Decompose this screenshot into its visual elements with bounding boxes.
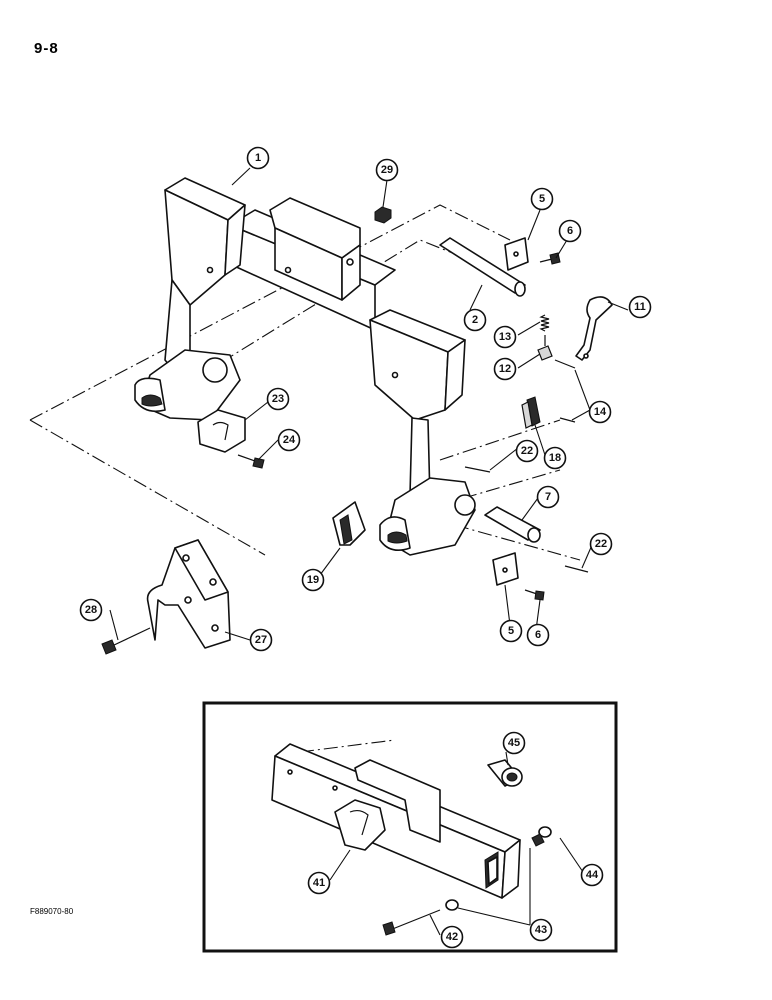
callout-12: 12 [493,357,517,381]
callout-27: 27 [249,628,273,652]
svg-text:12: 12 [499,363,511,375]
svg-text:11: 11 [634,301,646,313]
callout-45: 45 [502,731,526,755]
callout-22-lower: 22 [589,532,613,556]
inset-detail [202,701,618,953]
latch-18 [521,396,541,429]
leader-lines [109,167,629,936]
callout-41: 41 [307,871,331,895]
svg-text:5: 5 [508,625,514,637]
svg-text:5: 5 [539,193,545,205]
quick-hitch-frame [134,177,476,556]
callout-42: 42 [440,925,464,949]
svg-text:44: 44 [586,869,599,881]
svg-text:13: 13 [499,331,511,343]
bolt-6-upper [539,252,561,265]
svg-text:6: 6 [567,225,573,237]
plate-5-lower [492,552,519,586]
svg-text:18: 18 [549,452,561,464]
callout-5-upper: 5 [530,187,554,211]
figure-code: F889070-80 [30,907,74,916]
svg-text:23: 23 [272,393,284,405]
callout-24: 24 [277,428,301,452]
plate-5-upper [504,237,529,271]
shaft-2 [439,237,526,297]
svg-text:14: 14 [594,406,607,418]
svg-text:22: 22 [521,445,533,457]
svg-text:28: 28 [85,604,97,616]
svg-text:42: 42 [446,931,458,943]
pin-22-upper [464,466,491,473]
hook-23 [197,409,246,453]
callout-11: 11 [628,295,652,319]
lever-11 [575,296,613,361]
callout-1: 1 [246,146,270,170]
spring-13 [539,314,550,332]
svg-text:1: 1 [255,152,261,164]
svg-text:6: 6 [535,629,541,641]
callout-18: 18 [543,446,567,470]
svg-text:43: 43 [535,924,547,936]
callout-22-upper: 22 [515,439,539,463]
pins-14 [554,359,576,423]
callout-5-lower: 5 [499,619,523,643]
bolt-28 [101,627,151,655]
nut-29 [374,206,392,224]
pawl-19 [332,501,366,546]
callout-19: 19 [301,568,325,592]
svg-text:41: 41 [313,877,325,889]
bolt-6-lower [524,589,545,601]
svg-text:27: 27 [255,634,267,646]
callout-13: 13 [493,325,517,349]
svg-text:24: 24 [283,434,296,446]
svg-text:29: 29 [381,164,393,176]
page-number: 9-8 [34,40,59,57]
pin-22-lower [564,565,589,573]
callout-43: 43 [529,918,553,942]
callout-28: 28 [79,598,103,622]
svg-text:7: 7 [545,491,551,503]
callout-2: 2 [463,308,487,332]
svg-text:19: 19 [307,574,319,586]
callout-44: 44 [580,863,604,887]
svg-text:45: 45 [508,737,520,749]
callout-6-upper: 6 [558,219,582,243]
hook-plate-27 [146,539,231,649]
callout-7: 7 [536,485,560,509]
callout-29: 29 [375,158,399,182]
block-12 [537,335,553,361]
svg-text:2: 2 [472,314,478,326]
bolt-24 [237,454,265,469]
svg-text:22: 22 [595,538,607,550]
callout-14: 14 [588,400,612,424]
callout-6-lower: 6 [526,623,550,647]
callout-23: 23 [266,387,290,411]
pin-7 [484,506,541,543]
